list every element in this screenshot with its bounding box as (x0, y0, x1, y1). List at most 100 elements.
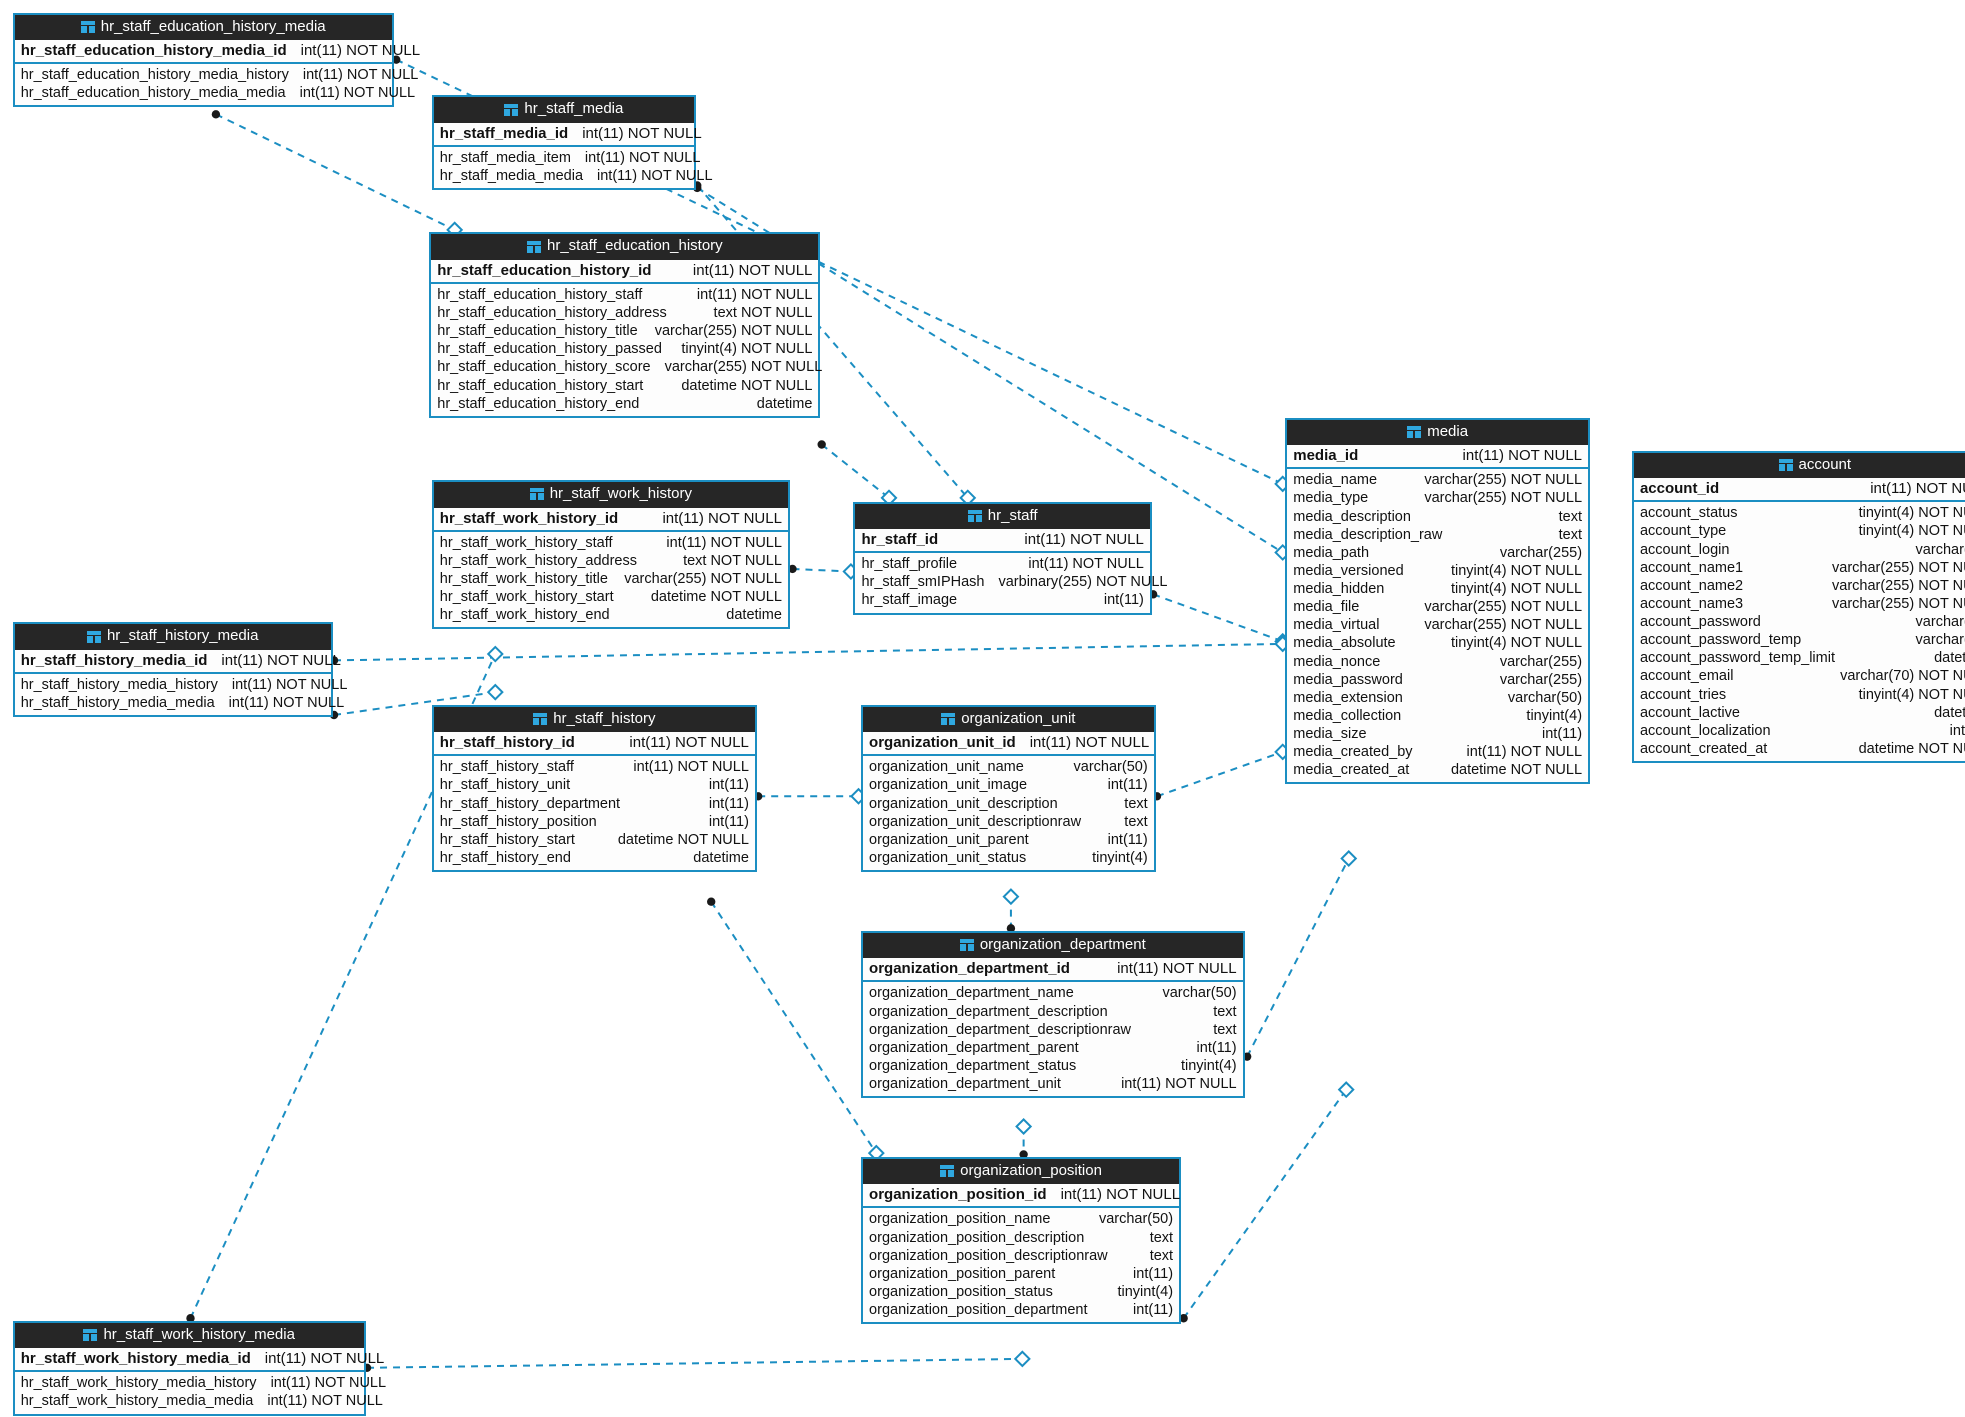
column-name: organization_department_parent (869, 1039, 1079, 1056)
column-type: varchar(64) (1915, 632, 1965, 649)
column-type: int(11) (1196, 1039, 1237, 1056)
column-name: hr_staff_education_history_media_media (20, 85, 286, 102)
column-name: account_lactive (1639, 704, 1740, 721)
column-name: media_collection (1293, 707, 1402, 724)
column-name: organization_unit_id (869, 734, 1016, 752)
column-name: organization_unit_status (869, 849, 1027, 866)
column-name: organization_position_status (869, 1283, 1053, 1300)
column-name: account_login (1639, 541, 1730, 558)
table-hr_staff_work_history_media[interactable]: hr_staff_work_history_media hr_staff_work… (12, 1320, 386, 1416)
table-header: organization_department (863, 932, 1243, 959)
column-name: account_status (1639, 505, 1738, 522)
table-name: organization_unit (961, 709, 1076, 727)
relationship-line (1152, 593, 1284, 643)
table-name: hr_staff_history (553, 709, 656, 727)
relationship-line (821, 443, 890, 499)
column-type: int(11) (1103, 592, 1144, 609)
column-name: hr_staff_work_history_media_history (20, 1375, 257, 1392)
relationship-line (792, 567, 851, 573)
column-type: datetime (1934, 650, 1965, 667)
column-name: organization_position_description (869, 1229, 1085, 1246)
column-name: media_file (1293, 599, 1360, 616)
column-name: account_email (1639, 668, 1734, 685)
table-icon (1778, 459, 1793, 472)
column-type: int(11) NOT NULL (1028, 556, 1144, 573)
column-name: media_virtual (1293, 617, 1380, 634)
column-name: hr_staff_history_id (439, 734, 575, 752)
relationship-line (367, 1357, 1023, 1369)
table-name: hr_staff_work_history_media (103, 1325, 295, 1343)
column-name: account_name1 (1639, 559, 1744, 576)
column-type: text (1149, 1247, 1174, 1264)
column-row: hr_staff_media_item int(11) NOT NULL (434, 149, 701, 167)
column-name: media_size (1293, 726, 1367, 743)
column-type: int(11) NOT NULL (228, 694, 345, 711)
column-name: hr_staff_work_history_start (439, 588, 614, 605)
table-name: hr_staff_history_media (106, 627, 259, 645)
column-type: tinyint(4) NOT NULL (1450, 581, 1583, 598)
table-header: media (1287, 419, 1589, 446)
column-name: organization_position_descriptionraw (869, 1247, 1108, 1264)
column-row: account_password_temp_limitdatetime (1634, 649, 1965, 667)
relationship-line (1246, 858, 1350, 1058)
column-type: tinyint(4) NOT NULL (1450, 635, 1583, 652)
column-name: media_type (1293, 490, 1369, 507)
column-name: hr_staff_media_item (439, 149, 571, 166)
column-type: tinyint(4) (1526, 707, 1583, 724)
column-name: hr_staff_work_history_address (439, 552, 637, 569)
relationship-endpoint-diamond (486, 645, 504, 663)
table-icon (533, 713, 548, 726)
table-header: hr_staff_media (433, 97, 694, 123)
column-name: organization_department_description (869, 1003, 1108, 1020)
column-name: hr_staff_work_history_title (439, 570, 608, 587)
table-icon (940, 1165, 955, 1178)
column-type: int(11) NOT NULL (584, 149, 701, 166)
table-name: hr_staff_work_history (549, 485, 692, 503)
column-type: int(11) NOT NULL (1060, 1186, 1181, 1204)
column-type: int(11) NOT NULL (221, 651, 341, 669)
column-type: int(11) (1107, 831, 1148, 848)
table-hr_staff_work_history[interactable]: hr_staff_work_history hr_staff_work_histo… (431, 480, 790, 630)
table-header: hr_staff_history_media (14, 624, 331, 650)
table-organization_department[interactable]: organization_department organization_depa… (861, 930, 1245, 1099)
